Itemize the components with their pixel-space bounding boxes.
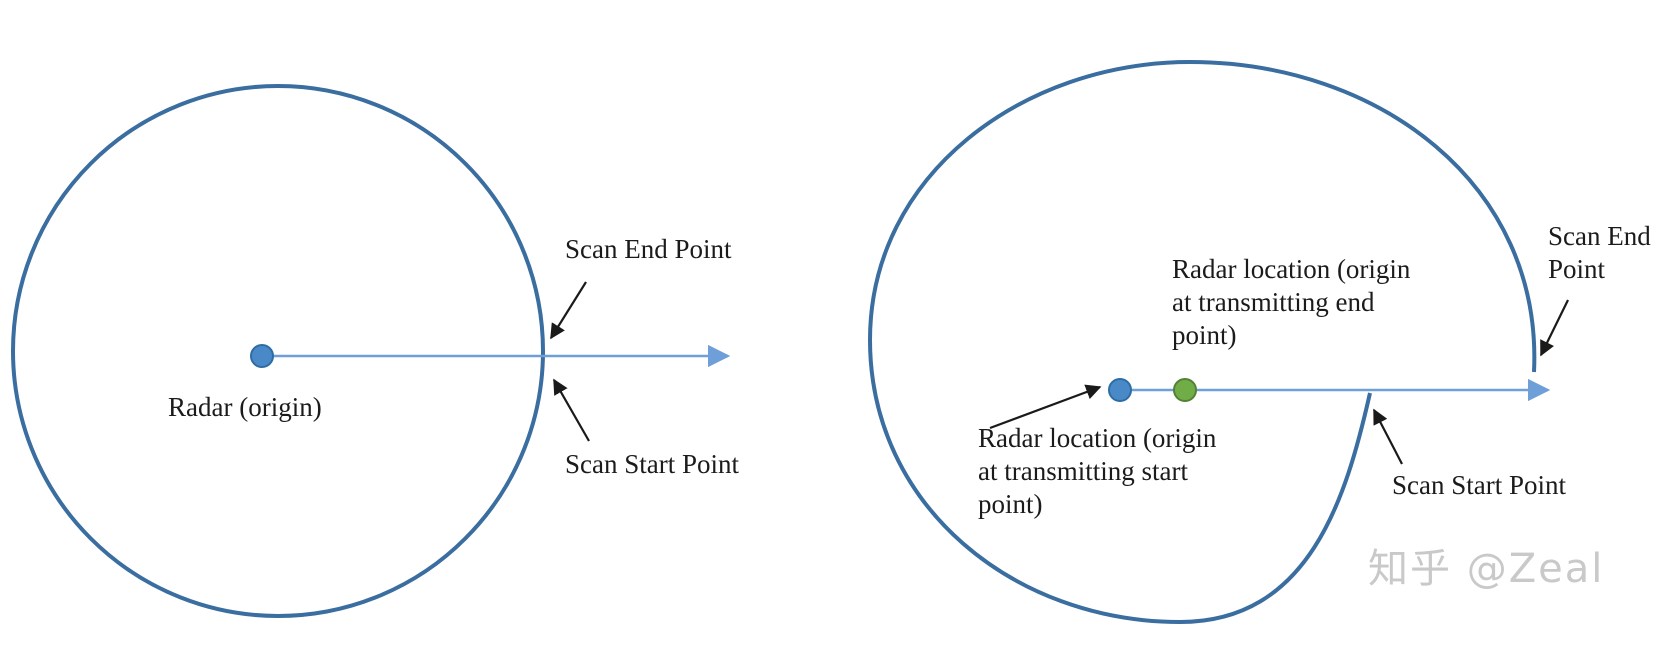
right-figure: Radar location (origin at transmitting e… bbox=[867, 59, 1651, 625]
scan-start-pointer-arrow bbox=[1373, 408, 1403, 465]
scan-circle bbox=[11, 84, 545, 618]
radar-start-location-line1: Radar location (origin bbox=[978, 423, 1217, 453]
radar-start-dot-icon bbox=[1108, 378, 1132, 402]
scan-end-line1: Scan End bbox=[1548, 221, 1651, 251]
radar-origin-dot-icon bbox=[250, 344, 274, 368]
radar-end-location-line3: point) bbox=[1172, 320, 1237, 350]
radar-start-location-line2: at transmitting start bbox=[978, 456, 1188, 486]
radar-end-location-line2: at transmitting end bbox=[1172, 287, 1375, 317]
scan-end-pointer-arrow bbox=[550, 281, 587, 340]
scan-end-point-label: Scan End Point bbox=[565, 234, 732, 264]
radar-origin-label: Radar (origin) bbox=[168, 392, 322, 422]
scan-start-pointer-arrow bbox=[553, 378, 590, 442]
radar-start-pointer-arrow bbox=[989, 384, 1102, 430]
scan-end-pointer-arrow bbox=[1540, 299, 1569, 357]
scan-end-point-label: Scan End Point bbox=[1548, 221, 1651, 284]
scan-end-line2: Point bbox=[1548, 254, 1606, 284]
radar-end-dot-icon bbox=[1173, 378, 1197, 402]
radar-start-location-label: Radar location (origin at transmitting s… bbox=[978, 423, 1217, 519]
watermark: 知乎 @Zeal bbox=[1368, 546, 1604, 592]
radar-end-location-line1: Radar location (origin bbox=[1172, 254, 1411, 284]
radar-end-location-label: Radar location (origin at transmitting e… bbox=[1172, 254, 1411, 350]
scan-spiral bbox=[867, 59, 1537, 625]
left-figure: Radar (origin) Scan End Point Scan Start… bbox=[11, 84, 739, 618]
scan-start-point-label: Scan Start Point bbox=[1392, 470, 1566, 500]
scan-start-point-label: Scan Start Point bbox=[565, 449, 739, 479]
radar-start-location-line3: point) bbox=[978, 489, 1043, 519]
